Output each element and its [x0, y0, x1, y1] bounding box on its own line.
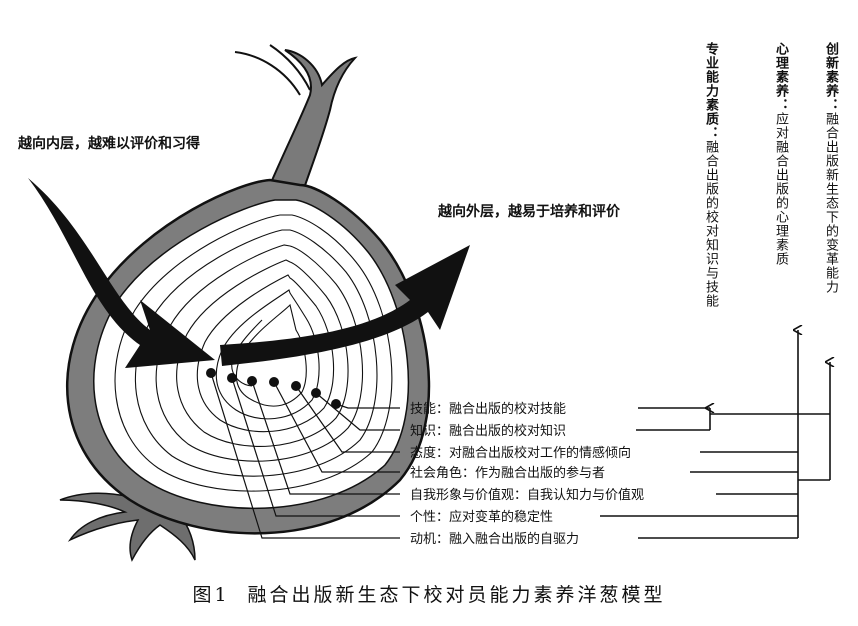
layer-label-knowledge: 知识：融合出版的校对知识: [410, 423, 566, 439]
onion-rings: [114, 214, 393, 492]
figure-number: 图1: [192, 584, 230, 606]
outer-arrow-label: 越向外层，越易于培养和评价: [437, 203, 621, 220]
group-professional-desc: 融合出版的校对知识与技能: [703, 140, 718, 308]
group-connectors: [600, 330, 830, 539]
onion-stem-tendril: [234, 44, 311, 96]
inner-arrow-label: 越向内层，越难以评价和习得: [17, 135, 200, 152]
layer-label-attitude: 态度：对融合出版校对工作的情感倾向: [410, 445, 631, 461]
outward-arrow: [220, 245, 470, 366]
onion-stem: [268, 49, 358, 202]
group-creative: 创新素养：融合出版新生态下的变革能力: [822, 42, 839, 294]
group-psychological: 心理素养：应对融合出版的心理素质: [772, 42, 789, 342]
group-creative-desc: 融合出版新生态下的变革能力: [823, 112, 838, 294]
figure-caption: 图1 融合出版新生态下校对员能力素养洋葱模型: [0, 580, 858, 607]
layer-label-social-role: 社会角色：作为融合出版的参与者: [410, 465, 605, 481]
leader-lines: [210, 372, 400, 539]
group-professional-title: 专业能力素质：: [703, 42, 718, 140]
group-psychological-title: 心理素养：: [773, 42, 788, 112]
inward-arrow: [28, 178, 215, 368]
layer-label-personality: 个性：应对变革的稳定性: [410, 509, 553, 525]
figure-title: 融合出版新生态下校对员能力素养洋葱模型: [247, 584, 666, 606]
layer-label-self-image: 自我形象与价值观：自我认知力与价值观: [410, 487, 644, 503]
group-psychological-desc: 应对融合出版的心理素质: [773, 112, 788, 266]
group-creative-title: 创新素养：: [823, 42, 838, 112]
group-professional: 专业能力素质：融合出版的校对知识与技能: [702, 42, 719, 308]
layer-label-motivation: 动机：融入融合出版的自驱力: [410, 531, 579, 547]
layer-label-skill: 技能：融合出版的校对技能: [410, 401, 566, 417]
